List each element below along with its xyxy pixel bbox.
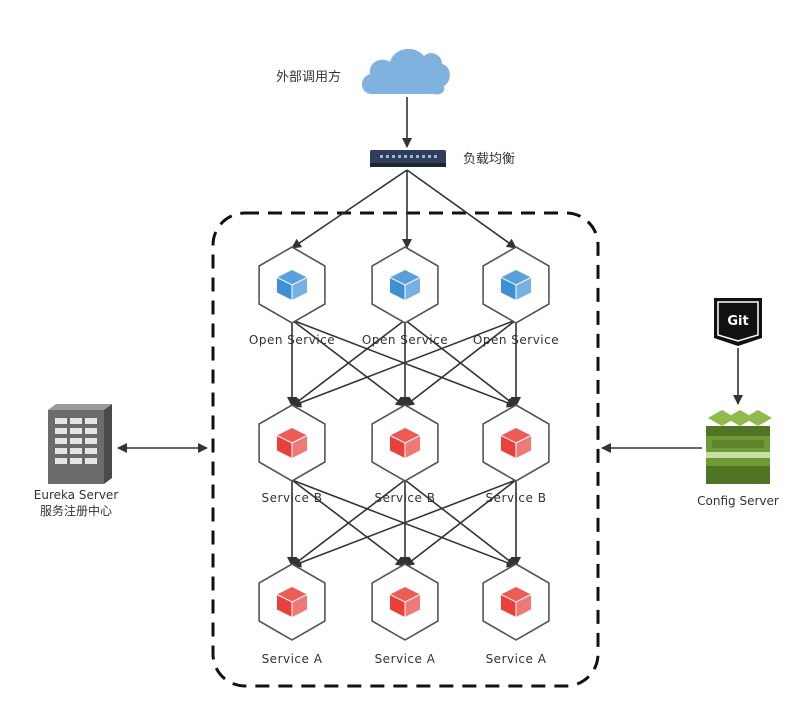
service-a-label: Service A bbox=[262, 652, 323, 666]
registry-center-label: 服务注册中心 bbox=[40, 503, 112, 518]
external-caller-label: 外部调用方 bbox=[276, 69, 341, 85]
cube-icon bbox=[389, 587, 421, 617]
arrow-open3-to-b1 bbox=[291, 319, 517, 408]
cube-icon bbox=[500, 587, 532, 617]
service-b-node: Service B bbox=[371, 404, 439, 505]
arrow-open2-to-b1 bbox=[291, 319, 406, 407]
arrow-open3-to-b2 bbox=[404, 319, 517, 407]
config-server-icon bbox=[706, 410, 772, 484]
arrow-b3-to-a2 bbox=[404, 479, 517, 567]
service-a-node: Service A bbox=[371, 563, 439, 666]
service-a-node: Service A bbox=[482, 563, 550, 666]
server-icon bbox=[48, 404, 112, 484]
arrow-lb-to-open-1 bbox=[291, 169, 408, 249]
eureka-server-label: Eureka Server bbox=[34, 488, 119, 502]
service-cluster-boundary bbox=[211, 211, 600, 688]
connection-lines bbox=[117, 97, 743, 568]
cube-icon bbox=[276, 587, 308, 617]
arrow-b2-to-a1 bbox=[291, 479, 406, 567]
config-server-label: Config Server bbox=[697, 494, 779, 508]
cube-icon bbox=[276, 428, 308, 458]
cube-icon bbox=[500, 428, 532, 458]
service-a-label: Service A bbox=[486, 652, 547, 666]
service-b-label: Service B bbox=[375, 491, 436, 505]
git-label: Git bbox=[727, 314, 748, 329]
switch-icon bbox=[370, 150, 446, 167]
open-service-label: Open Service bbox=[249, 333, 335, 347]
open-service-node: Open Service bbox=[249, 246, 335, 347]
cube-icon bbox=[276, 270, 308, 300]
service-a-label: Service A bbox=[375, 652, 436, 666]
service-b-node: Service B bbox=[482, 404, 550, 505]
service-b-label: Service B bbox=[262, 491, 323, 505]
service-b-node: Service B bbox=[258, 404, 326, 505]
service-b-label: Service B bbox=[486, 491, 547, 505]
cube-icon bbox=[389, 428, 421, 458]
arrow-b3-to-a1 bbox=[291, 479, 517, 568]
service-a-node: Service A bbox=[258, 563, 326, 666]
git-icon: Git bbox=[714, 298, 762, 346]
cube-icon bbox=[389, 270, 421, 300]
open-service-node: Open Service bbox=[362, 246, 448, 347]
load-balancer-label: 负载均衡 bbox=[463, 152, 515, 167]
open-service-label: Open Service bbox=[362, 333, 448, 347]
open-service-label: Open Service bbox=[473, 333, 559, 347]
cube-icon bbox=[500, 270, 532, 300]
open-service-node: Open Service bbox=[473, 246, 559, 347]
arrow-lb-to-open-3 bbox=[406, 169, 517, 249]
cloud-icon bbox=[361, 48, 450, 95]
